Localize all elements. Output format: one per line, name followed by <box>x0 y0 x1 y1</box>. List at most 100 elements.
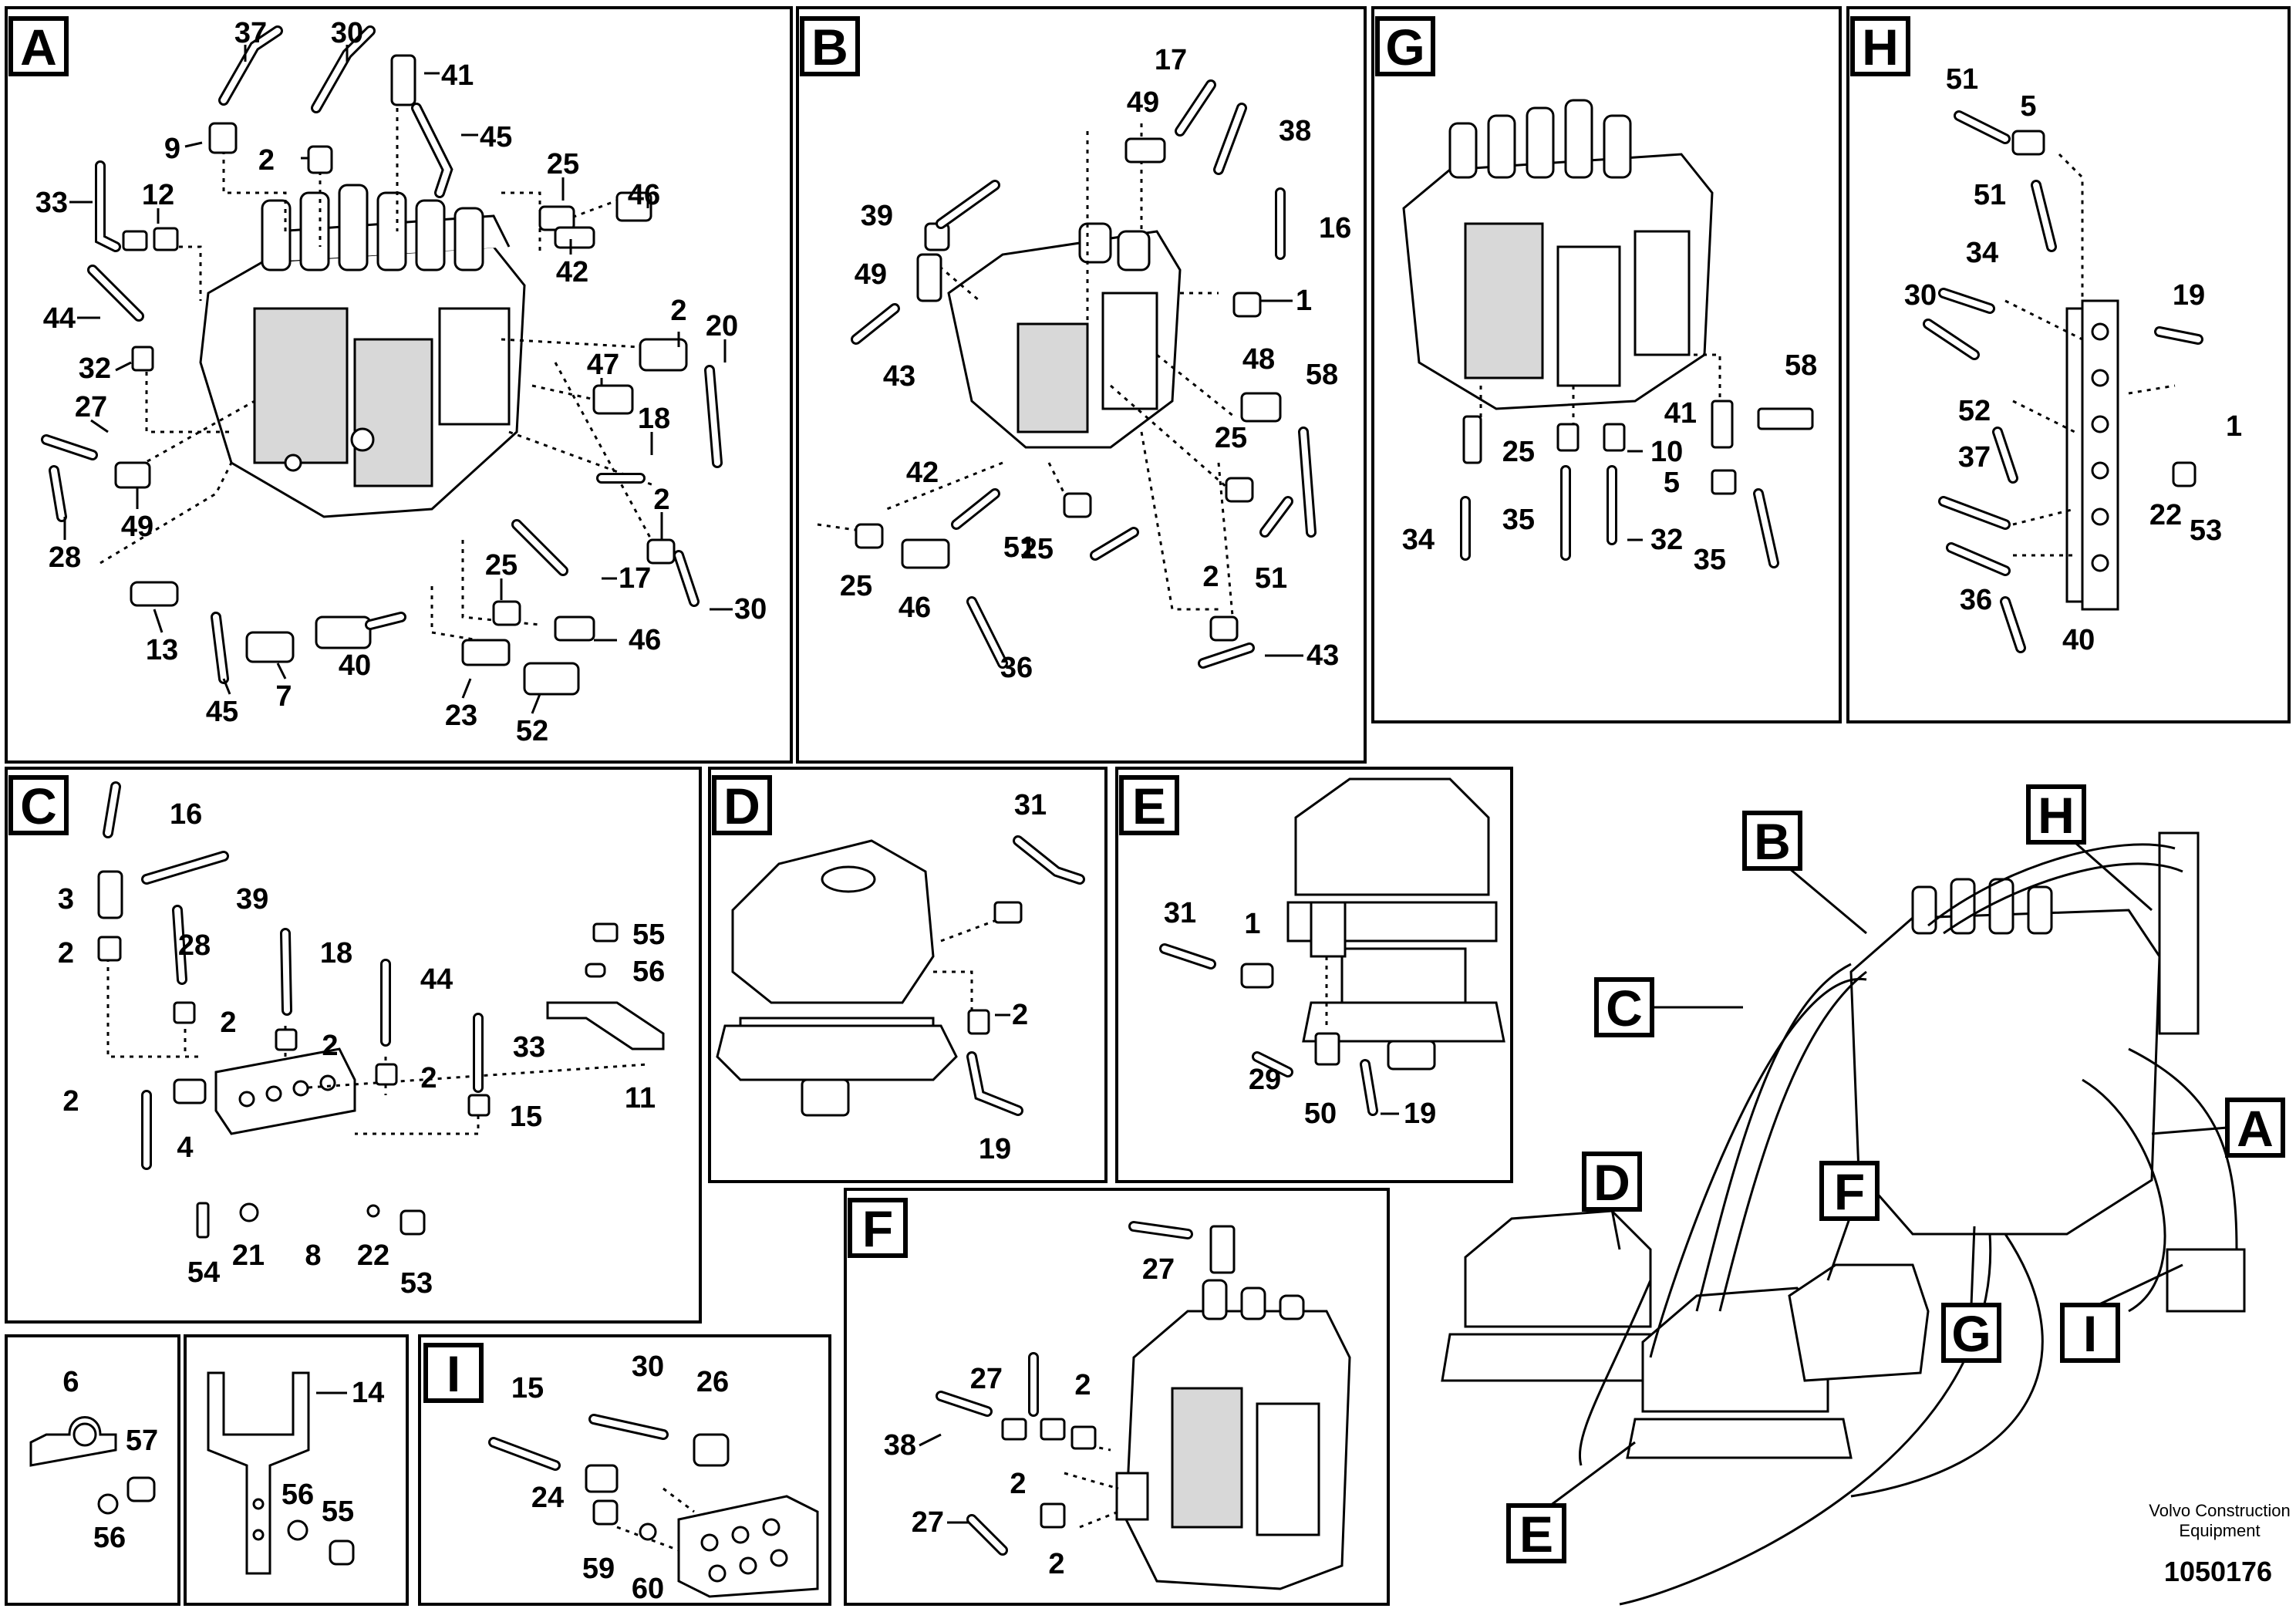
svg-text:A: A <box>20 19 57 76</box>
panel-g-label: G <box>1375 16 1435 76</box>
panel-h-frame <box>1846 6 2291 723</box>
part-label: 17 <box>619 562 651 595</box>
part-label: 19 <box>979 1133 1011 1165</box>
part-label: 27 <box>1142 1253 1175 1286</box>
part-label: 25 <box>1021 533 1054 565</box>
part-label: 16 <box>1319 212 1351 244</box>
part-label: 36 <box>1000 652 1033 684</box>
svg-text:F: F <box>862 1200 893 1257</box>
part-label: 56 <box>632 956 665 988</box>
part-label: 25 <box>840 570 872 602</box>
part-label: 10 <box>1650 436 1683 468</box>
overview-label-c: C <box>1606 980 1643 1037</box>
panel-d-artwork <box>716 835 1085 1117</box>
part-label: 15 <box>510 1101 542 1133</box>
panel-i-frame <box>418 1334 831 1606</box>
panel-f-frame <box>844 1188 1390 1606</box>
panel-clamp-artwork <box>29 1416 156 1515</box>
panel-i-label: I <box>423 1343 484 1403</box>
part-label: 33 <box>513 1031 545 1064</box>
panel-g-callouts: 58 41 25 10 5 34 35 32 35 <box>1402 349 1818 576</box>
part-label: 18 <box>638 403 670 435</box>
part-label: 2 <box>58 937 74 969</box>
part-label: 28 <box>49 541 81 574</box>
part-label: 22 <box>357 1239 389 1272</box>
panel-clamp-frame <box>5 1334 180 1606</box>
panel-a-callouts: 37 30 41 9 2 45 33 12 25 46 42 44 2 20 3… <box>35 17 767 747</box>
part-label: 45 <box>480 121 512 153</box>
part-label: 28 <box>178 929 211 962</box>
part-label: 56 <box>93 1522 126 1554</box>
part-label: 2 <box>220 1007 236 1039</box>
part-label: 26 <box>696 1366 729 1398</box>
overview-label-f: F <box>1834 1163 1865 1220</box>
part-label: 37 <box>234 17 267 49</box>
part-label: 25 <box>1215 422 1247 454</box>
overview-label-h: H <box>2038 787 2075 844</box>
part-label: 6 <box>62 1366 79 1398</box>
part-label: 52 <box>516 715 548 747</box>
panel-c-callouts: 16 3 39 2 28 18 55 44 56 2 2 33 2 11 15 … <box>58 798 665 1300</box>
part-label: 7 <box>275 680 292 713</box>
part-label: 19 <box>2173 279 2205 312</box>
part-label: 55 <box>322 1496 354 1528</box>
panel-b-artwork <box>817 79 1317 669</box>
part-label: 49 <box>855 258 887 291</box>
part-label: 38 <box>884 1429 916 1462</box>
part-label: 2 <box>322 1030 338 1062</box>
part-label: 45 <box>206 696 238 728</box>
part-label: 27 <box>912 1506 944 1539</box>
part-label: 17 <box>1155 44 1187 76</box>
part-label: 38 <box>1279 115 1311 147</box>
part-label: 35 <box>1694 544 1726 576</box>
part-label: 21 <box>232 1239 265 1272</box>
part-label: 55 <box>632 919 665 951</box>
part-label: 51 <box>1255 562 1287 595</box>
part-label: 12 <box>142 179 174 211</box>
part-label: 58 <box>1306 359 1338 391</box>
part-label: 9 <box>164 133 180 165</box>
part-label: 52 <box>1958 395 1991 427</box>
part-label: 32 <box>79 352 111 385</box>
part-label: 30 <box>1904 279 1937 312</box>
overview-label-b: B <box>1754 813 1791 870</box>
svg-text:I: I <box>447 1345 460 1402</box>
part-label: 22 <box>2149 499 2182 531</box>
panel-h-artwork <box>1923 110 2203 653</box>
part-label: 39 <box>861 200 893 232</box>
part-label: 34 <box>1966 237 1998 269</box>
part-label: 3 <box>58 883 74 916</box>
panel-c-label: C <box>8 775 69 835</box>
brand-line-2: Equipment <box>2179 1521 2260 1540</box>
part-label: 30 <box>734 593 767 626</box>
part-label: 44 <box>43 302 76 335</box>
part-label: 8 <box>305 1239 321 1272</box>
part-label: 20 <box>706 310 738 342</box>
part-label: 33 <box>35 187 68 219</box>
part-label: 16 <box>170 798 202 831</box>
overview-label-d: D <box>1593 1154 1630 1211</box>
part-label: 25 <box>1502 436 1535 468</box>
part-label: 50 <box>1304 1098 1337 1130</box>
part-label: 57 <box>126 1425 158 1457</box>
part-label: 11 <box>625 1082 656 1114</box>
panel-e-label: E <box>1119 775 1179 835</box>
svg-text:C: C <box>20 777 57 835</box>
part-label: 5 <box>1664 467 1680 499</box>
part-label: 2 <box>62 1085 79 1118</box>
panel-c-artwork <box>97 781 665 1239</box>
part-label: 42 <box>556 256 588 288</box>
part-label: 2 <box>258 144 275 177</box>
part-label: 53 <box>2190 514 2222 547</box>
panel-g-artwork <box>1402 99 1814 568</box>
part-label: 59 <box>582 1553 615 1585</box>
panel-g-frame <box>1371 6 1842 723</box>
part-label: 49 <box>121 511 153 543</box>
part-label: 1 <box>1244 908 1260 940</box>
panel-i-artwork <box>488 1414 819 1598</box>
part-label: 1 <box>2226 410 2242 443</box>
overview-assembly <box>1441 784 2285 1606</box>
part-label: 2 <box>653 484 669 516</box>
overview-labels: B H C A D F G I E <box>1519 787 2274 1563</box>
panel-b-label: B <box>800 16 860 76</box>
